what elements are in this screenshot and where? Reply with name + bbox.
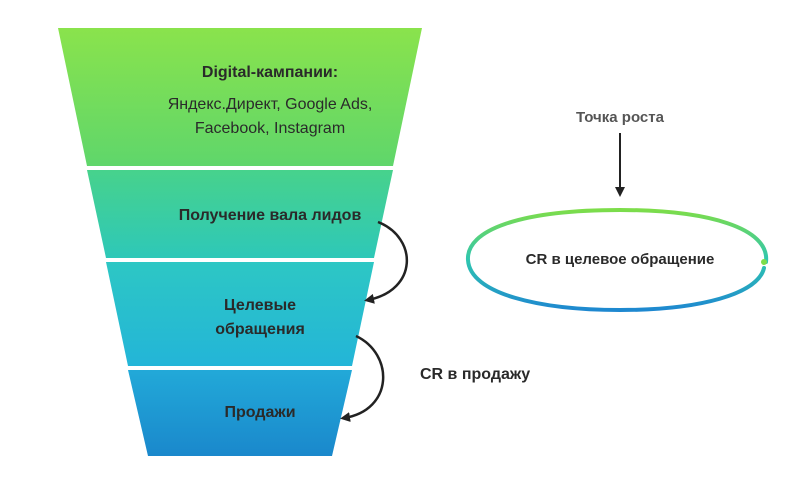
cr-target-label: CR в целевое обращение — [525, 251, 715, 268]
stage3-label: Целевые обращения — [140, 294, 380, 342]
stage1-desc-line1: Яндекс.Директ, Google Ads, — [167, 96, 373, 113]
stage1-title: Digital-кампании: — [201, 64, 339, 81]
cr-target-ring — [465, 207, 769, 313]
stage3-line2: обращения — [215, 321, 305, 338]
funnel-stage-digital — [58, 28, 422, 166]
stage1-desc-line2: Facebook, Instagram — [194, 120, 346, 137]
cr-target-ring-end — [761, 259, 767, 265]
arrow-leads-to-target — [364, 220, 409, 304]
cr-sale-label: CR в продажу — [420, 366, 531, 383]
growth-point-label: Точка роста — [576, 109, 664, 126]
funnel-stage-sales — [128, 370, 352, 456]
stage1-description: Яндекс.Директ, Google Ads, Facebook, Ins… — [100, 93, 440, 141]
arrow-target-to-sales — [340, 334, 385, 422]
funnel-stage-target — [106, 262, 374, 366]
funnel-stage-leads — [87, 170, 393, 258]
stage2-label: Получение вала лидов — [178, 207, 362, 224]
stage3-line1: Целевые — [223, 297, 297, 314]
stage4-label: Продажи — [224, 404, 296, 421]
